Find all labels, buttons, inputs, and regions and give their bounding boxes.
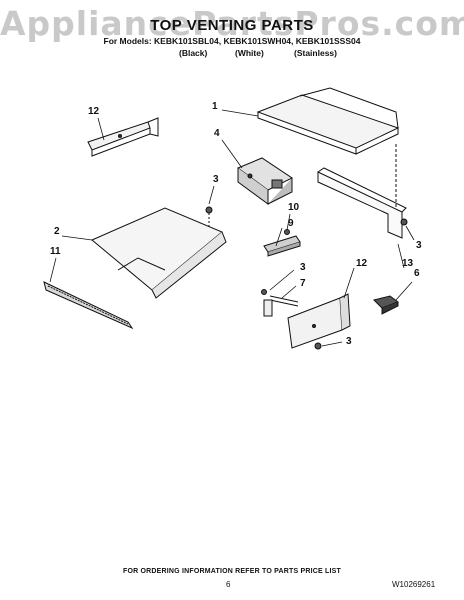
callout-7: 7: [300, 278, 306, 289]
page-title: TOP VENTING PARTS: [150, 17, 314, 34]
callout-3-lower: 3: [346, 336, 352, 347]
screw-right: [400, 218, 408, 226]
screw-center: [205, 206, 213, 228]
watermark: AppliancePartsPros.com: [0, 4, 464, 43]
callout-6: 6: [414, 268, 420, 279]
callout-11: 11: [50, 246, 61, 257]
callout-10: 10: [288, 202, 300, 213]
callout-1: 1: [212, 101, 218, 112]
part-clip: [373, 295, 400, 315]
callout-13: 13: [402, 258, 414, 269]
callout-2: 2: [54, 226, 60, 237]
color-label-stainless: (Stainless): [294, 48, 337, 58]
part-top-panel: [91, 207, 227, 299]
color-label-black: (Black): [179, 48, 208, 58]
color-label-white: (White): [235, 48, 264, 58]
callout-12-upper: 12: [88, 106, 100, 117]
part-vent-cover: [256, 87, 400, 155]
callout-9: 9: [288, 218, 294, 229]
part-terminal-block: [263, 229, 301, 257]
callout-12-lower: 12: [356, 258, 368, 269]
leader-lines: [49, 109, 415, 347]
part-lower-bracket: [287, 293, 351, 349]
document-number: W10269261: [392, 580, 436, 589]
callout-3-right: 3: [416, 240, 422, 251]
part-damper-assembly: [236, 157, 293, 205]
callout-3-middle: 3: [300, 262, 306, 273]
callout-4: 4: [214, 128, 220, 139]
part-trim-strip: [43, 281, 134, 330]
part-mounting-bracket: [317, 144, 407, 239]
model-list: For Models: KEBK101SBL04, KEBK101SWH04, …: [103, 36, 361, 46]
page-number: 6: [226, 580, 231, 589]
ordering-footer: FOR ORDERING INFORMATION REFER TO PARTS …: [122, 568, 342, 575]
callout-3-center: 3: [213, 174, 219, 185]
screw-lower: [314, 342, 322, 350]
part-wire-harness: [261, 289, 299, 317]
part-upper-bracket: [87, 117, 159, 157]
